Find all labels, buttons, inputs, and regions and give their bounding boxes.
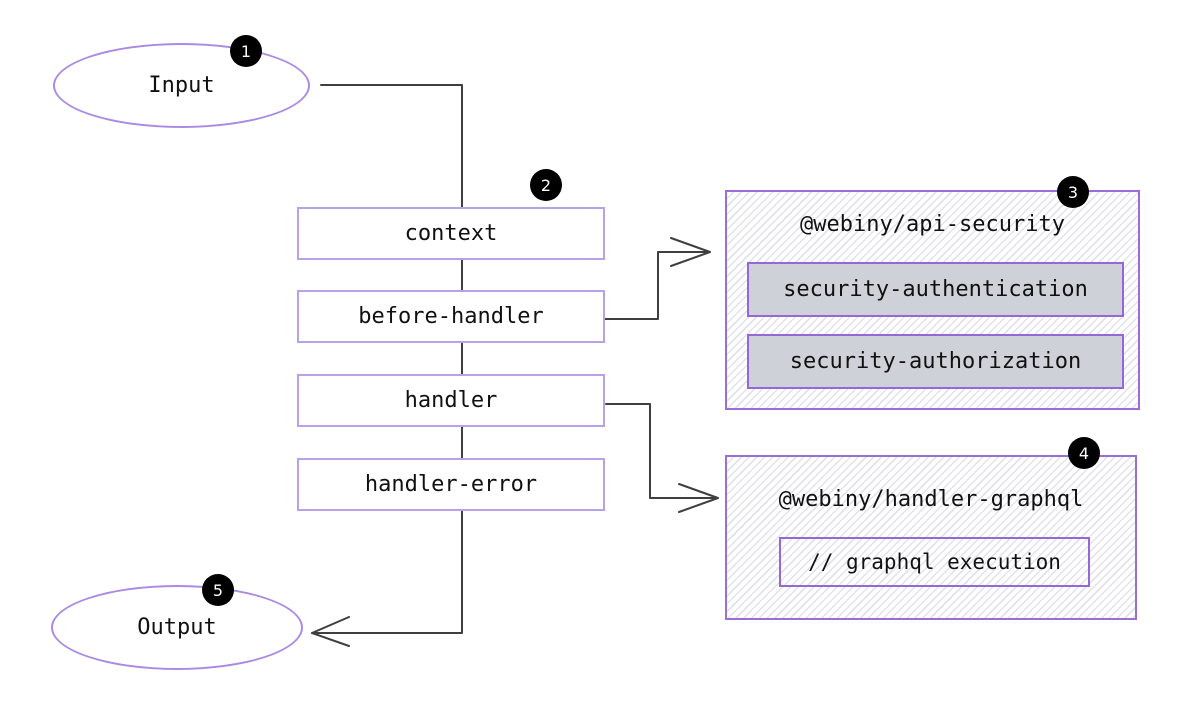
- badge-step-3: 3: [1057, 176, 1089, 208]
- security-authentication-label: security-authentication: [783, 277, 1088, 302]
- security-arrowhead: [670, 237, 711, 267]
- handler-error-label: handler-error: [364, 472, 538, 497]
- graphql-arrowhead: [678, 483, 719, 513]
- security-authorization-label: security-authorization: [789, 349, 1082, 374]
- plugin-security-authentication: security-authentication: [747, 262, 1124, 317]
- node-context: context: [297, 207, 605, 260]
- before-handler-to-security-line: [604, 251, 709, 320]
- context-label: context: [404, 221, 498, 246]
- node-handler-error: handler-error: [297, 458, 605, 511]
- input-label: Input: [148, 73, 215, 98]
- node-handler: handler: [297, 374, 605, 427]
- group-api-security: @webiny/api-security security-authentica…: [725, 190, 1140, 410]
- plugin-security-authorization: security-authorization: [747, 334, 1124, 389]
- api-security-title: @webiny/api-security: [800, 212, 1065, 237]
- node-before-handler: before-handler: [297, 290, 605, 343]
- badge-step-4: 4: [1068, 437, 1100, 469]
- handler-graphql-title: @webiny/handler-graphql: [778, 487, 1084, 512]
- group-handler-graphql: @webiny/handler-graphql // graphql execu…: [725, 455, 1137, 620]
- badge-step-1: 1: [230, 35, 262, 67]
- before-handler-label: before-handler: [358, 304, 544, 329]
- badge-step-2: 2: [530, 169, 562, 201]
- node-output: Output: [51, 585, 303, 670]
- handler-to-graphql-line: [605, 403, 717, 499]
- output-label: Output: [137, 615, 217, 640]
- graphql-execution-label: // graphql execution: [808, 550, 1061, 574]
- badge-step-5: 5: [202, 574, 234, 606]
- output-arrowhead: [311, 616, 350, 647]
- main-flow-line: [311, 84, 463, 634]
- handler-label: handler: [404, 388, 498, 413]
- graphql-execution-box: // graphql execution: [779, 537, 1090, 587]
- node-input: Input: [53, 43, 310, 128]
